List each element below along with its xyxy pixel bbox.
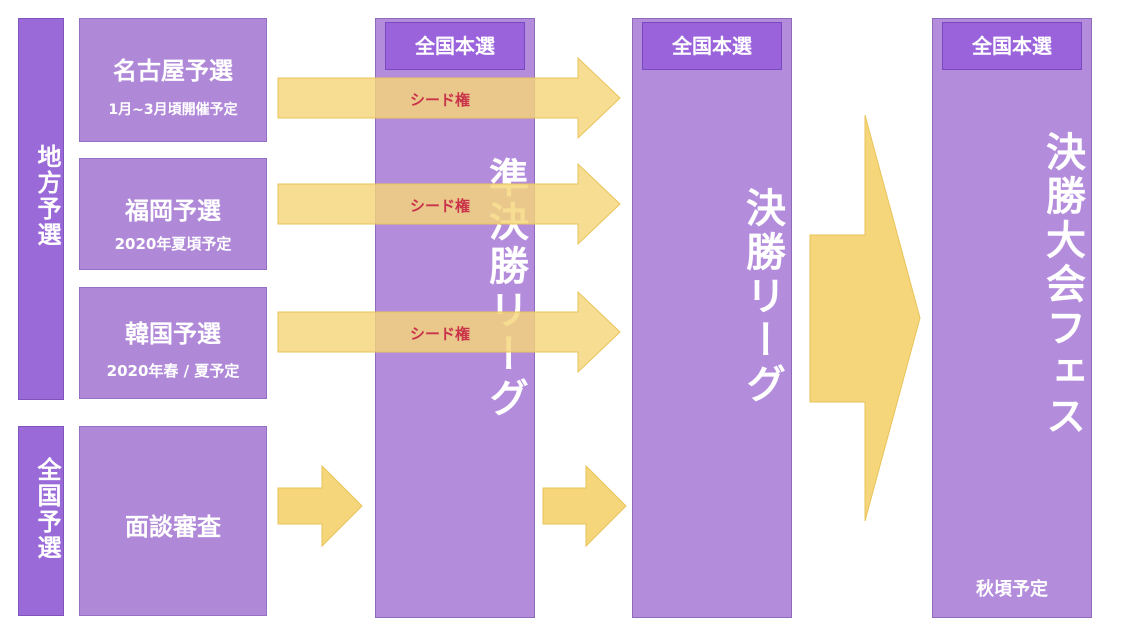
stage-semifinal-tag: 全国本選 [385,22,525,70]
seed-label-korea: シード権 [409,325,470,343]
stage-final-league: 決勝リーグ [632,18,792,618]
seed-arrow-nagoya [277,56,621,140]
interview-box: 面談審査 [79,426,267,616]
qualifier-korea-schedule: 2020年春 / 夏予定 [106,362,240,380]
qualifier-nagoya: 名古屋予選 1月~3月頃開催予定 [79,18,267,142]
national-qualifier-label-box: 全国予選 [18,426,64,616]
seed-label-fukuoka: シード権 [409,197,470,215]
arrow-final-league-to-fest [809,114,921,522]
qualifier-korea: 韓国予選 2020年春 / 夏予定 [79,287,267,399]
stage-final-fest-note: 秋頃予定 [976,579,1048,600]
qualifier-nagoya-schedule: 1月~3月頃開催予定 [108,102,238,118]
seed-arrow-korea [277,290,621,374]
qualifier-fukuoka-name: 福岡予選 [125,197,221,225]
regional-qualifier-label: 地方予選 [33,144,61,248]
stage-final-league-tag: 全国本選 [642,22,782,70]
qualifier-nagoya-name: 名古屋予選 [113,57,233,85]
interview-name: 面談審査 [125,513,221,541]
national-qualifier-label: 全国予選 [33,457,61,561]
seed-label-nagoya: シード権 [409,91,470,109]
qualifier-fukuoka-schedule: 2020年夏頃予定 [114,235,232,253]
stage-final-fest-title: 決勝大会フェス [1039,131,1085,439]
stage-final-league-title: 決勝リーグ [739,187,785,407]
qualifier-korea-name: 韓国予選 [125,320,221,348]
regional-qualifier-label-box: 地方予選 [18,18,64,400]
arrow-semifinal-to-final-league [542,464,627,548]
qualifier-fukuoka: 福岡予選 2020年夏頃予定 [79,158,267,270]
arrow-interview-to-semifinal [277,464,363,548]
stage-final-fest: 決勝大会フェス 秋頃予定 [932,18,1092,618]
seed-arrow-fukuoka [277,162,621,246]
stage-final-fest-tag: 全国本選 [942,22,1082,70]
